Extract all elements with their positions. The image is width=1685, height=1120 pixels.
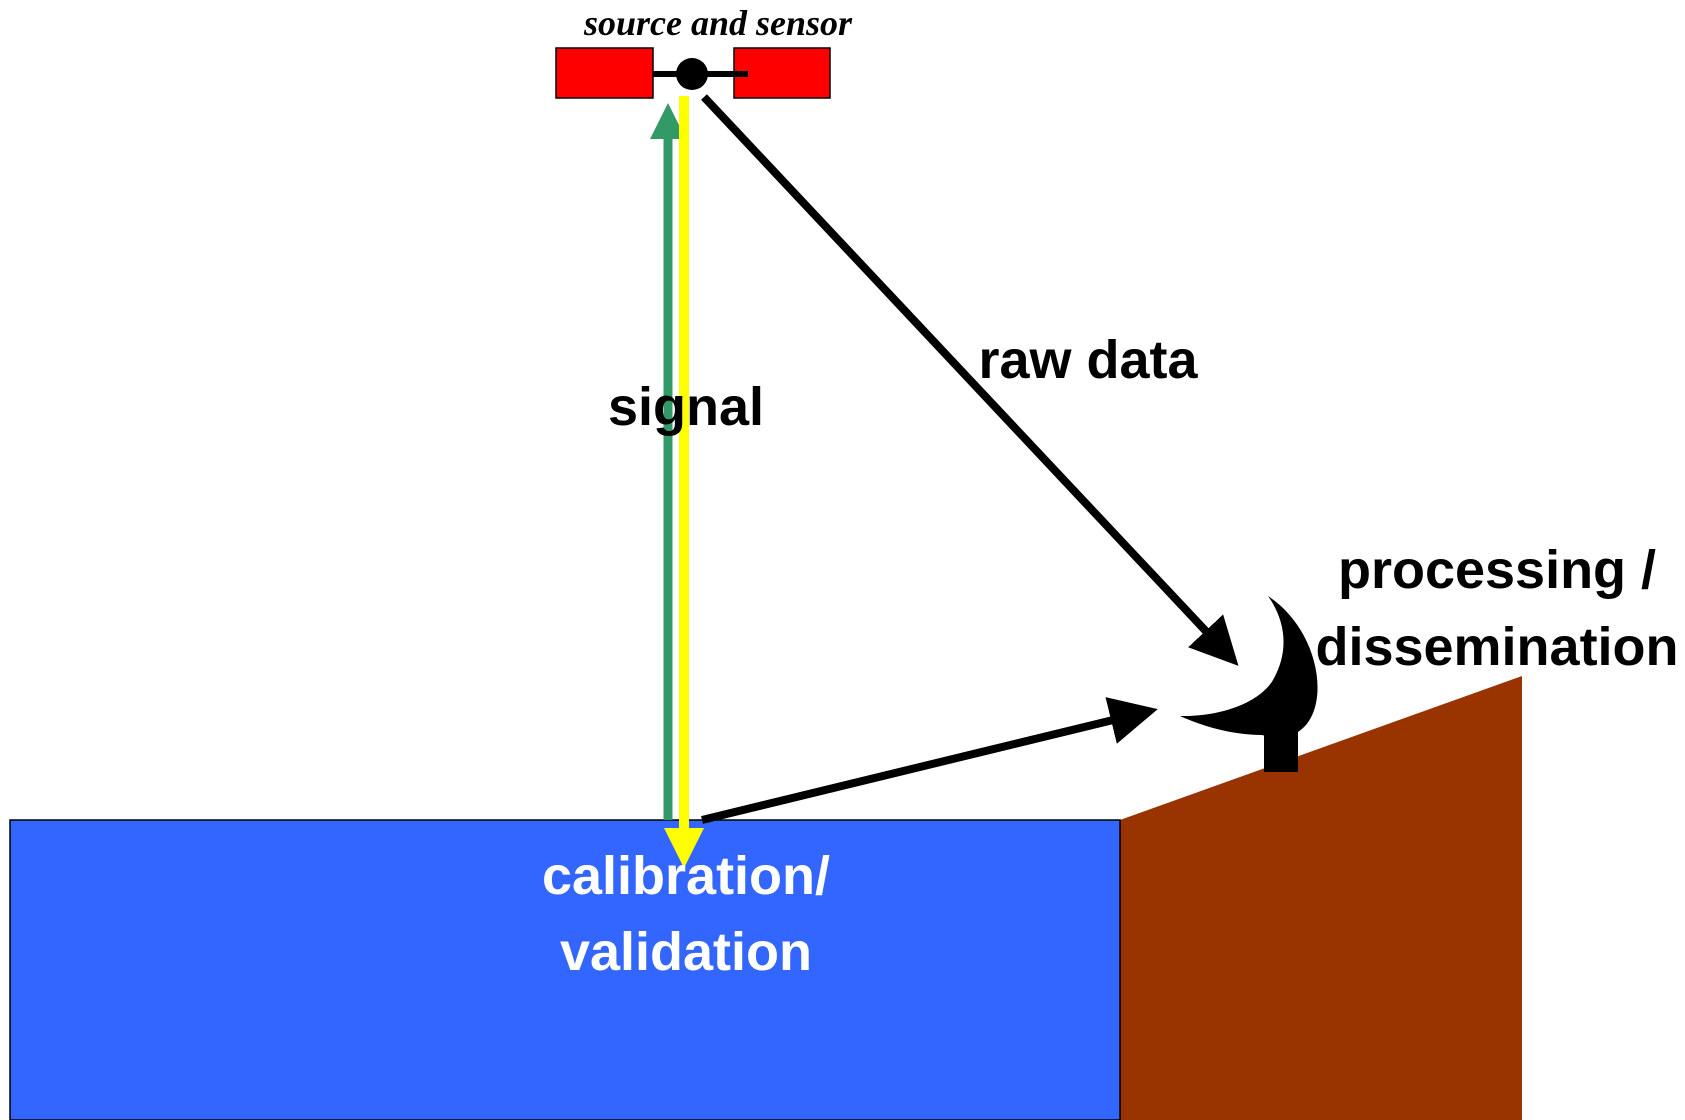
signal-label: signal: [608, 377, 764, 437]
calval-label-line1: calibration/: [542, 846, 830, 906]
processing-label-line2: dissemination: [1315, 617, 1678, 677]
raw-data-arrow: [701, 94, 1239, 666]
satellite-icon: [555, 47, 831, 99]
calval-label-line2: validation: [560, 922, 812, 982]
raw-data-label: raw data: [978, 330, 1198, 390]
processing-label-line1: processing /: [1338, 540, 1656, 600]
land-area: [1120, 676, 1522, 1120]
calval-arrow: [701, 697, 1158, 824]
ocean-area: [9, 819, 1121, 1120]
ground-station-dish-icon: [1180, 596, 1318, 772]
sensor-label: source and sensor: [583, 3, 853, 43]
